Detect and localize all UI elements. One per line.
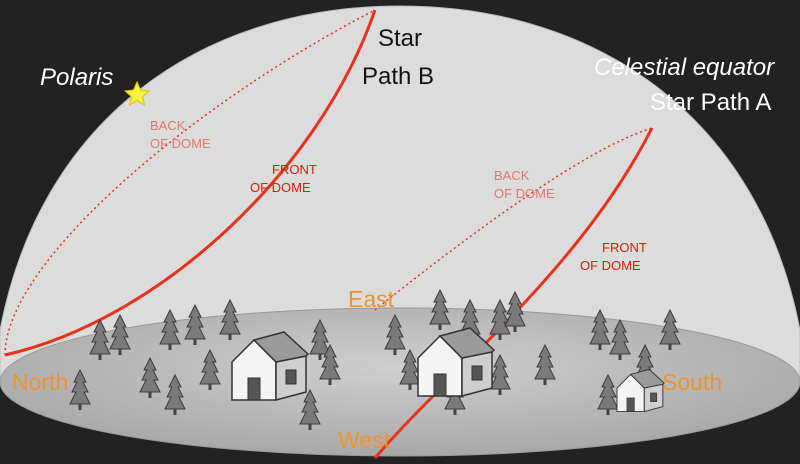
star-path-a-back [374, 127, 653, 311]
star-icon [123, 80, 151, 107]
front-of-dome-b-line2: OF DOME [250, 180, 311, 195]
west-label: West [338, 427, 391, 453]
back-of-dome-a-line1: BACK [494, 168, 530, 183]
star-path-b-label-line2: Path B [362, 63, 434, 90]
front-of-dome-b-line1: FRONT [272, 162, 317, 177]
star-path-b-back [4, 9, 376, 356]
star-path-b-label-line1: Star [378, 25, 422, 52]
south-label: South [662, 369, 722, 395]
back-of-dome-a-line2: OF DOME [494, 186, 555, 201]
east-label: East [348, 286, 395, 312]
star-path-b-front [4, 9, 377, 357]
back-of-dome-b-line2: OF DOME [150, 136, 211, 151]
star-path-a-label: Star Path A [650, 89, 771, 116]
back-of-dome-b-line1: BACK [150, 118, 186, 133]
celestial-equator-label: Celestial equator [594, 54, 775, 81]
front-of-dome-a-line1: FRONT [602, 240, 647, 255]
polaris-label: Polaris [40, 64, 113, 91]
north-label: North [12, 369, 68, 395]
front-of-dome-a-line2: OF DOME [580, 258, 641, 273]
sky-dome [0, 5, 800, 383]
